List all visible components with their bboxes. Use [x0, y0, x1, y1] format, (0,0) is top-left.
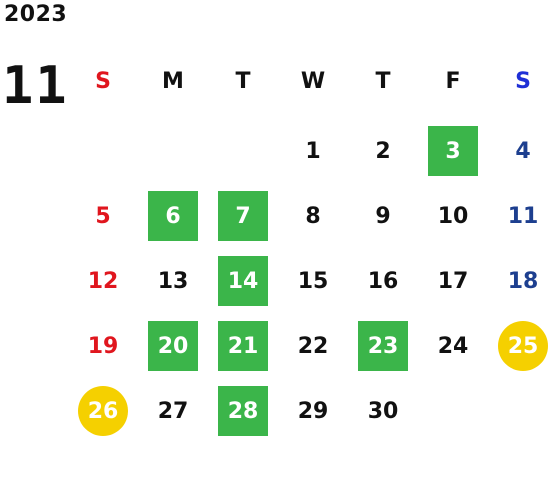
year-label: 2023 [4, 2, 68, 27]
day-cell[interactable]: 5 [95, 203, 111, 229]
day-cell[interactable]: 15 [297, 268, 329, 294]
day-cell[interactable]: 6 [148, 191, 198, 241]
day-cell[interactable]: 28 [218, 386, 268, 436]
month-label: 11 [2, 56, 69, 116]
day-cell[interactable]: 8 [305, 203, 321, 229]
day-cell[interactable]: 1 [305, 138, 321, 164]
weekday-header-2: T [235, 68, 251, 94]
day-cell[interactable]: 4 [515, 138, 531, 164]
day-cell[interactable]: 25 [498, 321, 548, 371]
day-cell[interactable]: 11 [507, 203, 539, 229]
weekday-header-3: W [300, 68, 326, 94]
day-cell[interactable]: 21 [218, 321, 268, 371]
day-cell[interactable]: 17 [437, 268, 469, 294]
day-cell[interactable]: 19 [87, 333, 119, 359]
day-cell[interactable]: 22 [297, 333, 329, 359]
weekday-header-4: T [375, 68, 391, 94]
day-cell[interactable]: 20 [148, 321, 198, 371]
day-cell[interactable]: 9 [375, 203, 391, 229]
day-cell[interactable]: 16 [367, 268, 399, 294]
day-cell[interactable]: 10 [437, 203, 469, 229]
day-cell[interactable]: 30 [367, 398, 399, 424]
day-cell[interactable]: 3 [428, 126, 478, 176]
day-cell[interactable]: 7 [218, 191, 268, 241]
day-cell[interactable]: 24 [437, 333, 469, 359]
weekday-header-1: M [162, 68, 184, 94]
day-cell[interactable]: 2 [375, 138, 391, 164]
day-cell[interactable]: 27 [157, 398, 189, 424]
weekday-header-0: S [95, 68, 111, 94]
weekday-header-6: S [515, 68, 531, 94]
day-cell[interactable]: 14 [218, 256, 268, 306]
day-cell[interactable]: 26 [78, 386, 128, 436]
day-cell[interactable]: 29 [297, 398, 329, 424]
weekday-header-5: F [445, 68, 461, 94]
day-cell[interactable]: 23 [358, 321, 408, 371]
day-cell[interactable]: 12 [87, 268, 119, 294]
day-cell[interactable]: 13 [157, 268, 189, 294]
day-cell[interactable]: 18 [507, 268, 539, 294]
